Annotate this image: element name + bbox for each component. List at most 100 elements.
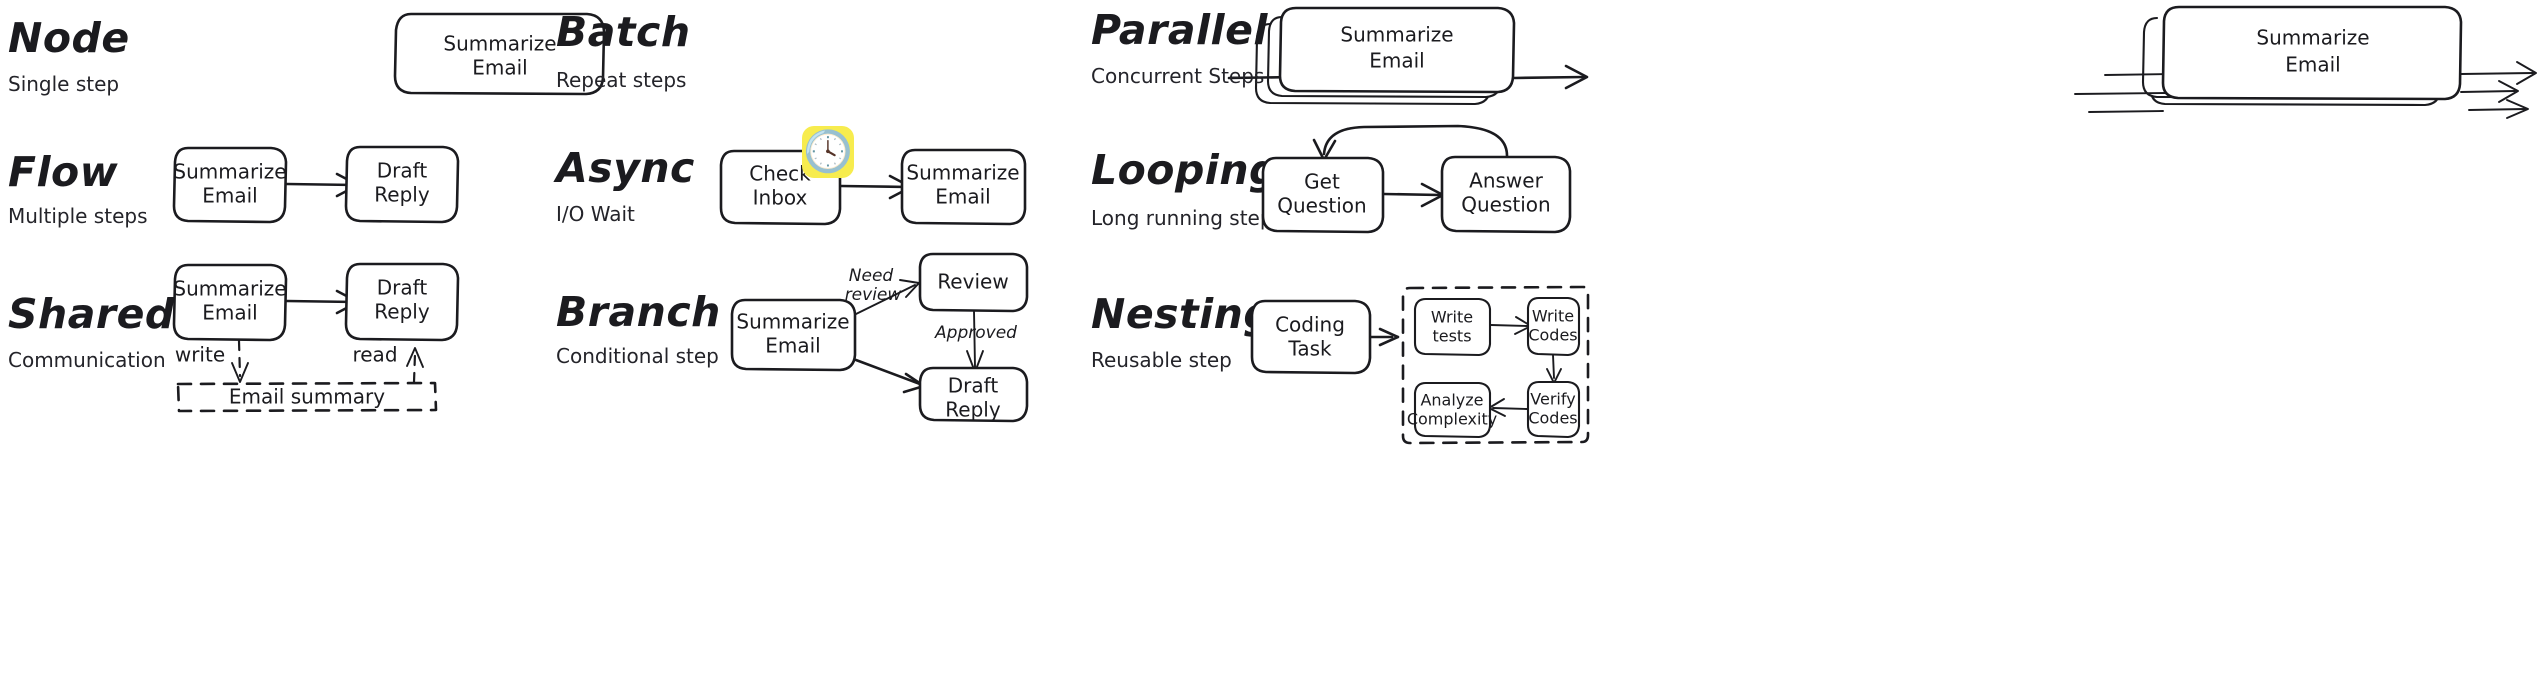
flow-box-summarize-label-line1: Summarize — [173, 160, 286, 184]
branch-box-summarize[interactable] — [730, 298, 857, 372]
batch-box-label-line2: Email — [1369, 49, 1425, 73]
looping-box-answer-question[interactable] — [1440, 155, 1572, 234]
pattern-subtitle-branch: Conditional step — [556, 344, 719, 368]
looping-feedback-line — [1322, 124, 1509, 159]
flow-box-draft[interactable] — [344, 145, 460, 224]
shared-store-box[interactable] — [176, 381, 438, 413]
shared-connector-line — [285, 299, 357, 304]
looping-box-get-question[interactable] — [1261, 156, 1385, 234]
pattern-title-shared: Shared — [8, 290, 175, 338]
flow-box-summarize[interactable] — [172, 146, 288, 224]
shared-write-line — [237, 339, 242, 378]
nesting-box-verify-codes-label-line1: Verify — [1530, 390, 1575, 409]
async-box-summarize[interactable] — [900, 148, 1027, 226]
looping-box-get-label-line2: Question — [1277, 194, 1366, 218]
batch-box-front[interactable] — [1278, 6, 1516, 94]
shared-box-summarize-label-line2: Email — [202, 301, 258, 325]
pattern-subtitle-batch: Repeat steps — [556, 68, 687, 92]
parallel-outgoing-line-1 — [2460, 72, 2534, 75]
clock-icon: 🕓 — [802, 126, 854, 178]
async-box-check-label-line1: Check — [749, 162, 811, 186]
async-diagram: Check Inbox Summarize Email — [719, 148, 1027, 226]
pattern-subtitle-looping: Long running step — [1091, 206, 1273, 230]
looping-box-answer-label-line1: Answer — [1469, 169, 1543, 193]
parallel-incoming-line-1 — [2104, 73, 2174, 76]
pattern-title-flow: Flow — [8, 148, 119, 196]
nesting-box-coding-task[interactable] — [1250, 299, 1372, 375]
branch-need-review-label-line1: Need — [849, 266, 894, 286]
nesting-box-analyze-complexity[interactable] — [1413, 381, 1492, 439]
nesting-edge-tests-to-codes — [1490, 324, 1528, 327]
shared-read-label: read — [352, 343, 397, 367]
branch-need-review-line — [855, 284, 916, 315]
parallel-box-label-line2: Email — [2285, 53, 2341, 77]
branch-approved-label: Approved — [934, 323, 1017, 343]
async-box-summarize-label-line1: Summarize — [906, 161, 1019, 185]
shared-diagram: Summarize Email Draft Reply write read E… — [172, 262, 460, 413]
parallel-arrowhead-icon-3 — [2506, 99, 2529, 119]
branch-box-draft-label-line1: Draft — [948, 374, 999, 398]
pattern-subtitle-flow: Multiple steps — [8, 204, 148, 228]
branch-approved-line — [973, 310, 976, 368]
parallel-outgoing-line-3 — [2468, 108, 2526, 111]
branch-box-draft-label-line2: Reply — [945, 398, 1001, 422]
branch-box-review-label: Review — [937, 270, 1008, 294]
nesting-edge-codes-to-verify — [1552, 354, 1555, 379]
branch-need-review-label-line2: review — [845, 285, 902, 305]
clock-icon-glyph: 🕓 — [803, 129, 853, 175]
parallel-box-front[interactable] — [2161, 5, 2463, 101]
parallel-incoming-line-2 — [2074, 92, 2168, 95]
nesting-box-write-codes[interactable] — [1526, 296, 1581, 357]
nesting-diagram: Coding Task Write tests Write Codes Ve — [1250, 285, 1590, 445]
nesting-box-analyze-label-line1: Analyze — [1420, 391, 1483, 410]
batch-box-label-line1: Summarize — [1340, 23, 1453, 47]
batch-outgoing-line — [1512, 75, 1586, 80]
shared-box-draft[interactable] — [344, 262, 460, 342]
shared-store-label: Email summary — [229, 385, 385, 409]
shared-box-summarize[interactable] — [172, 263, 288, 342]
pattern-subtitle-shared: Communication — [8, 348, 166, 372]
branch-direct-line — [854, 358, 922, 386]
parallel-outgoing-line-2 — [2460, 90, 2516, 93]
shared-box-draft-label-line2: Reply — [374, 300, 430, 324]
nesting-box-coding-label-line1: Coding — [1275, 313, 1345, 337]
looping-diagram: Get Question Answer Question — [1261, 124, 1572, 234]
node-box-label-line1: Summarize — [443, 32, 556, 56]
parallel-arrowhead-icon-2 — [2498, 80, 2519, 103]
pattern-title-looping: Looping — [1091, 146, 1279, 194]
shared-box-draft-label-line1: Draft — [377, 276, 428, 300]
branch-diagram: Summarize Email Need review Review Appro… — [730, 252, 1029, 423]
branch-box-review[interactable] — [918, 252, 1029, 313]
parallel-arrowhead-icon-1 — [2516, 61, 2537, 85]
nesting-box-write-codes-label-line2: Codes — [1528, 326, 1577, 345]
pattern-subtitle-parallel: Concurrent Steps — [1091, 64, 1265, 88]
pattern-title-parallel: Parallel — [1091, 6, 1268, 54]
nesting-box-write-tests[interactable] — [1413, 297, 1492, 357]
pattern-subtitle-node: Single step — [8, 72, 120, 96]
nesting-edge-verify-to-analyze — [1492, 407, 1528, 410]
nesting-box-coding-label-line2: Task — [1287, 337, 1332, 361]
nesting-box-write-tests-label-line2: tests — [1432, 327, 1471, 346]
pattern-title-batch: Batch — [556, 8, 691, 56]
pattern-title-node: Node — [8, 14, 130, 62]
nesting-box-verify-codes[interactable] — [1526, 380, 1581, 439]
nesting-box-write-codes-label-line1: Write — [1532, 307, 1574, 326]
branch-box-draft[interactable] — [918, 366, 1029, 423]
async-box-summarize-label-line2: Email — [935, 185, 991, 209]
looping-connector-line — [1382, 192, 1442, 197]
batch-arrowhead-icon — [1564, 64, 1589, 90]
flow-box-draft-label-line2: Reply — [374, 183, 430, 207]
nesting-group-container[interactable] — [1401, 285, 1590, 445]
pattern-title-nesting: Nesting — [1091, 290, 1274, 338]
parallel-incoming-line-3 — [2088, 110, 2164, 113]
branch-box-summarize-label-line2: Email — [765, 334, 821, 358]
flow-box-draft-label-line1: Draft — [377, 159, 428, 183]
looping-box-get-label-line1: Get — [1304, 170, 1340, 194]
nesting-box-analyze-label-line2: Complexity — [1407, 410, 1497, 429]
shared-read-line — [412, 352, 417, 384]
looping-box-answer-label-line2: Question — [1461, 193, 1550, 217]
branch-box-summarize-label-line1: Summarize — [736, 310, 849, 334]
node-box[interactable] — [393, 12, 606, 96]
async-box-check-label-line2: Inbox — [753, 186, 808, 210]
